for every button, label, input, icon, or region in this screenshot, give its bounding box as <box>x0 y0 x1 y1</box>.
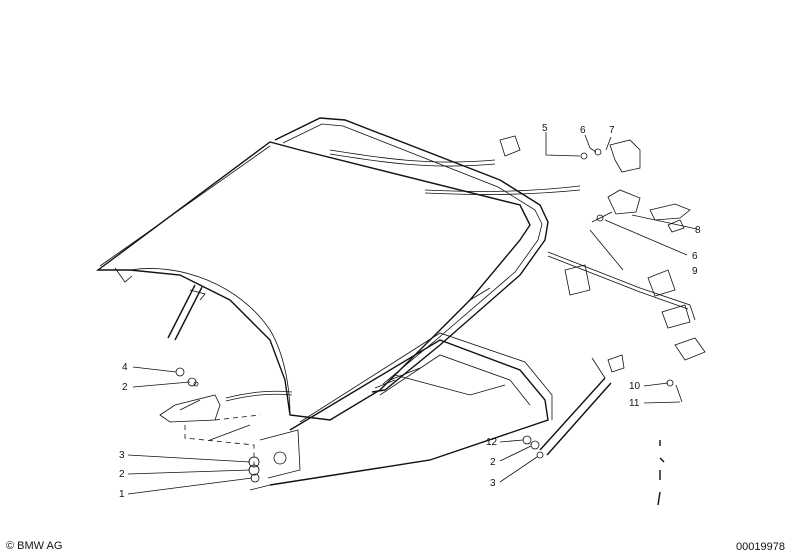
left-hinge-assembly <box>159 367 261 483</box>
callout-8: 8 <box>695 225 701 236</box>
callout-7: 7 <box>609 125 615 136</box>
callout-6: 6 <box>580 125 586 136</box>
right-support-strut <box>522 354 625 459</box>
body-opening <box>209 332 553 491</box>
callout-4: 4 <box>122 362 128 373</box>
callout-3b: 3 <box>490 478 496 489</box>
callout-2c: 2 <box>490 457 496 468</box>
leader-lines <box>127 132 698 495</box>
callout-1: 1 <box>119 489 125 500</box>
callout-2: 2 <box>122 382 128 393</box>
weatherstrip-frame <box>274 117 549 393</box>
latch-parts <box>499 135 691 233</box>
callout-2b: 2 <box>119 469 125 480</box>
callout-6b: 6 <box>692 251 698 262</box>
callout-10: 10 <box>629 381 641 392</box>
release-rod <box>547 251 706 361</box>
hardtop-roof <box>95 141 531 421</box>
image-number: 00019978 <box>736 541 785 553</box>
copyright-notice: © BMW AG <box>6 540 63 552</box>
callout-3: 3 <box>119 450 125 461</box>
left-support-strut <box>167 284 206 341</box>
callout-12: 12 <box>486 437 498 448</box>
callout-9: 9 <box>692 266 698 277</box>
buffer-parts <box>657 379 683 506</box>
callout-11: 11 <box>629 398 640 409</box>
callout-labels: 5 6 7 8 6 9 4 2 3 2 1 10 11 12 2 3 <box>119 123 701 500</box>
callout-5: 5 <box>542 123 548 134</box>
seal-strips <box>225 149 581 402</box>
